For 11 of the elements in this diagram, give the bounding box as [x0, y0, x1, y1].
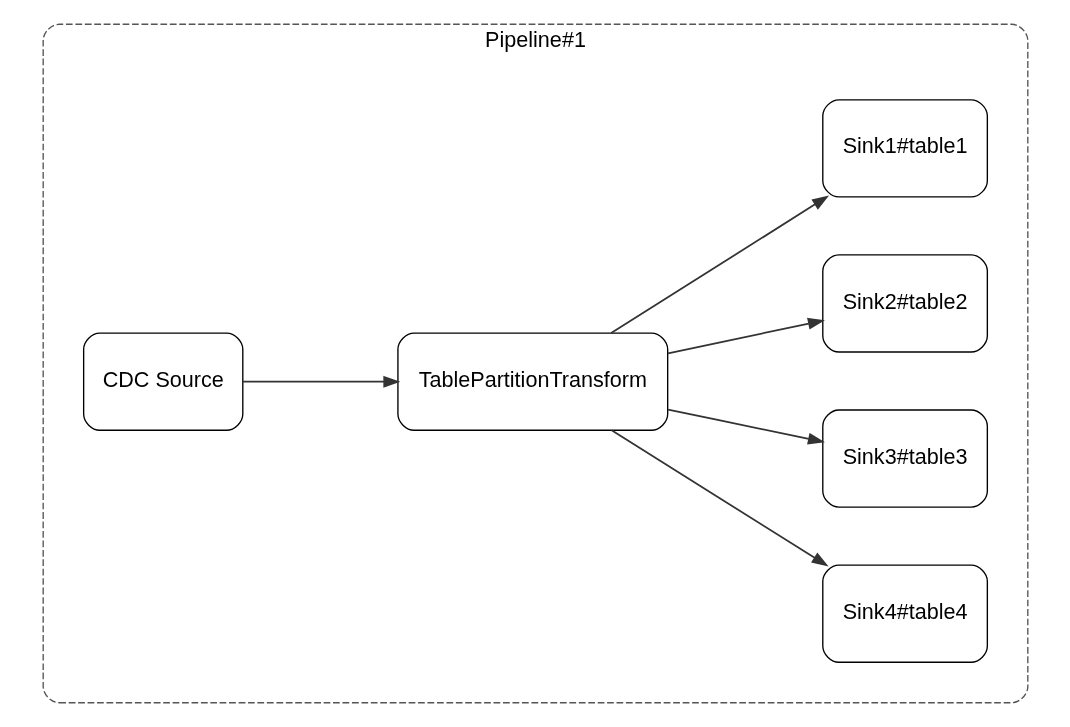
arrow — [609, 195, 829, 334]
arrow — [666, 408, 825, 445]
arrow — [666, 317, 825, 355]
node-box: Sink1#table1 — [821, 99, 988, 198]
arrow — [241, 375, 400, 388]
node-box: TablePartitionTransform — [396, 332, 668, 431]
node-box: Sink2#table2 — [821, 254, 988, 353]
node-box: Sink4#table4 — [821, 564, 988, 663]
node-box: Sink3#table3 — [821, 409, 988, 508]
arrow — [610, 429, 829, 567]
node-box: CDC Source — [82, 332, 243, 431]
